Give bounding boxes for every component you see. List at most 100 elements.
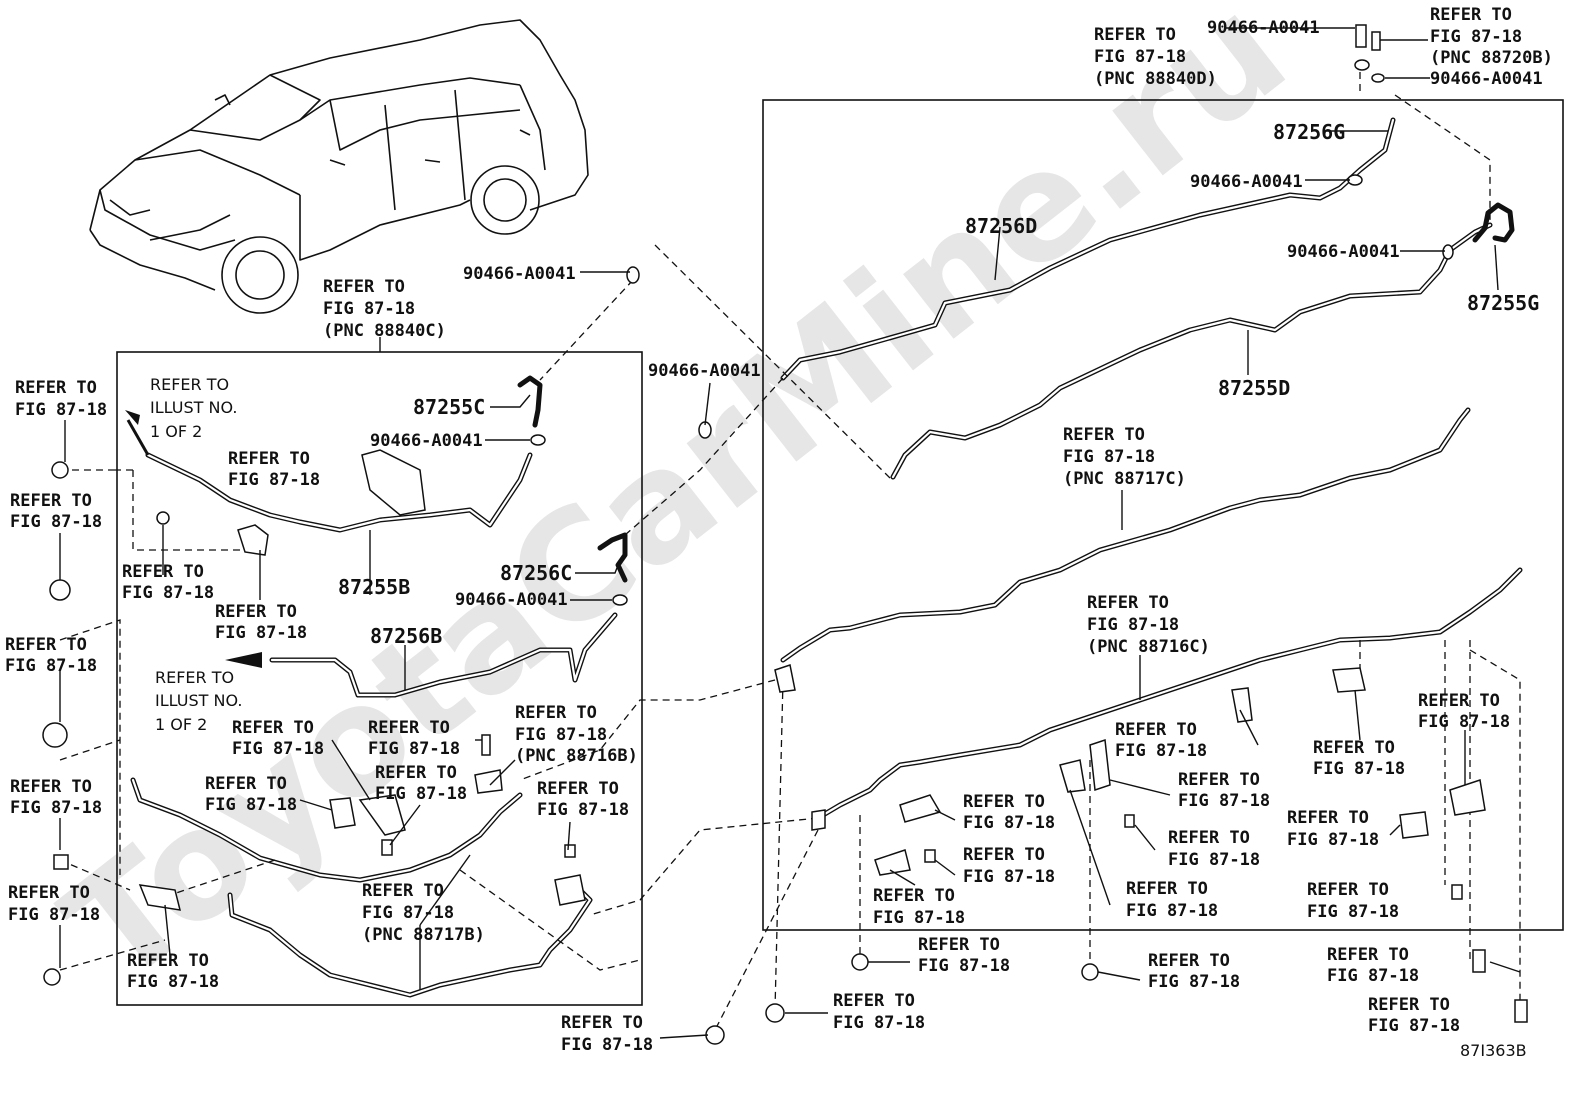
svg-text:REFER TO: REFER TO <box>1168 828 1250 848</box>
clamp-label-4: 90466-A0041 <box>648 361 761 381</box>
pipe-88716C <box>815 567 1523 821</box>
svg-text:(PNC 88716B): (PNC 88716B) <box>515 746 638 766</box>
svg-text:FIG 87-18: FIG 87-18 <box>1287 830 1379 850</box>
pipe-87255C <box>517 375 543 428</box>
svg-text:FIG 87-18: FIG 87-18 <box>323 299 415 319</box>
svg-text:REFER TO: REFER TO <box>537 779 619 799</box>
part-87255B: 87255B <box>338 575 410 599</box>
svg-text:REFER TO: REFER TO <box>127 951 209 971</box>
svg-text:(PNC 88720B): (PNC 88720B) <box>1430 48 1553 68</box>
svg-text:FIG 87-18: FIG 87-18 <box>1430 27 1522 47</box>
right-frame <box>762 99 1564 931</box>
pipe-87255G <box>1472 202 1515 243</box>
ref-88716C: REFER TO FIG 87-18 (PNC 88716C) <box>1087 593 1210 657</box>
part-87256D: 87256D <box>965 214 1037 238</box>
pipe-87256C <box>597 532 628 583</box>
svg-text:FIG 87-18: FIG 87-18 <box>515 725 607 745</box>
svg-text:REFER TO: REFER TO <box>1087 593 1169 613</box>
svg-text:FIG 87-18: FIG 87-18 <box>1168 850 1260 870</box>
svg-text:REFER TO: REFER TO <box>368 718 450 738</box>
svg-text:REFER TO: REFER TO <box>1115 720 1197 740</box>
svg-text:FIG 87-18: FIG 87-18 <box>362 903 454 923</box>
svg-text:(PNC 88717C): (PNC 88717C) <box>1063 469 1186 489</box>
svg-text:1 OF 2: 1 OF 2 <box>155 715 207 734</box>
svg-text:REFER TO: REFER TO <box>155 668 234 687</box>
part-87255D: 87255D <box>1218 376 1290 400</box>
svg-text:FIG 87-18: FIG 87-18 <box>1178 791 1270 811</box>
svg-text:REFER TO: REFER TO <box>1327 945 1409 965</box>
svg-text:(PNC 88840C): (PNC 88840C) <box>323 321 446 341</box>
svg-text:REFER TO: REFER TO <box>228 449 310 469</box>
watermark: ToyotaCarMine.ru <box>35 0 1317 1018</box>
dashed-connectors <box>59 60 1521 1031</box>
small-parts <box>42 24 1528 1045</box>
clamp-label-8: 90466-A0041 <box>1287 242 1400 262</box>
part-87256G: 87256G <box>1273 120 1345 144</box>
svg-text:REFER TO: REFER TO <box>918 935 1000 955</box>
svg-text:REFER TO: REFER TO <box>10 777 92 797</box>
svg-text:REFER TO: REFER TO <box>1094 25 1176 45</box>
svg-text:FIG 87-18: FIG 87-18 <box>122 583 214 603</box>
svg-text:FIG 87-18: FIG 87-18 <box>5 656 97 676</box>
ref-illust-1: REFER TO ILLUST NO. 1 OF 2 <box>150 375 237 441</box>
svg-text:FIG 87-18: FIG 87-18 <box>963 813 1055 833</box>
part-87256B: 87256B <box>370 624 442 648</box>
pipe-87255D <box>890 222 1493 480</box>
pipe-87255B <box>145 452 533 533</box>
pipe-88717B <box>227 882 593 998</box>
ref-88717C: REFER TO FIG 87-18 (PNC 88717C) <box>1063 425 1186 489</box>
ref-88717B: REFER TO FIG 87-18 (PNC 88717B) <box>362 881 485 945</box>
pipe-88717C <box>780 407 1471 663</box>
svg-text:FIG 87-18: FIG 87-18 <box>1126 901 1218 921</box>
pipe-88716B <box>130 777 523 883</box>
ref-88840C: REFER TO FIG 87-18 (PNC 88840C) <box>323 277 446 341</box>
svg-text:REFER TO: REFER TO <box>375 763 457 783</box>
svg-text:REFER TO: REFER TO <box>8 883 90 903</box>
svg-text:FIG 87-18: FIG 87-18 <box>232 739 324 759</box>
svg-text:FIG 87-18: FIG 87-18 <box>1063 447 1155 467</box>
svg-text:REFER TO: REFER TO <box>1126 879 1208 899</box>
svg-text:REFER TO: REFER TO <box>150 375 229 394</box>
svg-text:FIG 87-18: FIG 87-18 <box>1327 966 1419 986</box>
svg-text:ILLUST NO.: ILLUST NO. <box>155 691 242 710</box>
svg-text:FIG 87-18: FIG 87-18 <box>1368 1016 1460 1036</box>
svg-text:REFER TO: REFER TO <box>561 1013 643 1033</box>
svg-text:REFER TO: REFER TO <box>15 378 97 398</box>
svg-text:REFER TO: REFER TO <box>963 792 1045 812</box>
svg-text:REFER TO: REFER TO <box>362 881 444 901</box>
svg-text:REFER TO: REFER TO <box>1313 738 1395 758</box>
svg-text:REFER TO: REFER TO <box>963 845 1045 865</box>
svg-text:REFER TO: REFER TO <box>515 703 597 723</box>
ref-88840D: REFER TO FIG 87-18 (PNC 88840D) <box>1094 25 1217 89</box>
clamp-label-7: 90466-A0041 <box>1190 172 1303 192</box>
svg-text:(PNC 88716C): (PNC 88716C) <box>1087 637 1210 657</box>
svg-text:REFER TO: REFER TO <box>1148 951 1230 971</box>
svg-text:FIG 87-18: FIG 87-18 <box>375 784 467 804</box>
svg-text:FIG 87-18: FIG 87-18 <box>10 512 102 532</box>
svg-text:FIG 87-18: FIG 87-18 <box>1115 741 1207 761</box>
svg-text:REFER TO: REFER TO <box>323 277 405 297</box>
